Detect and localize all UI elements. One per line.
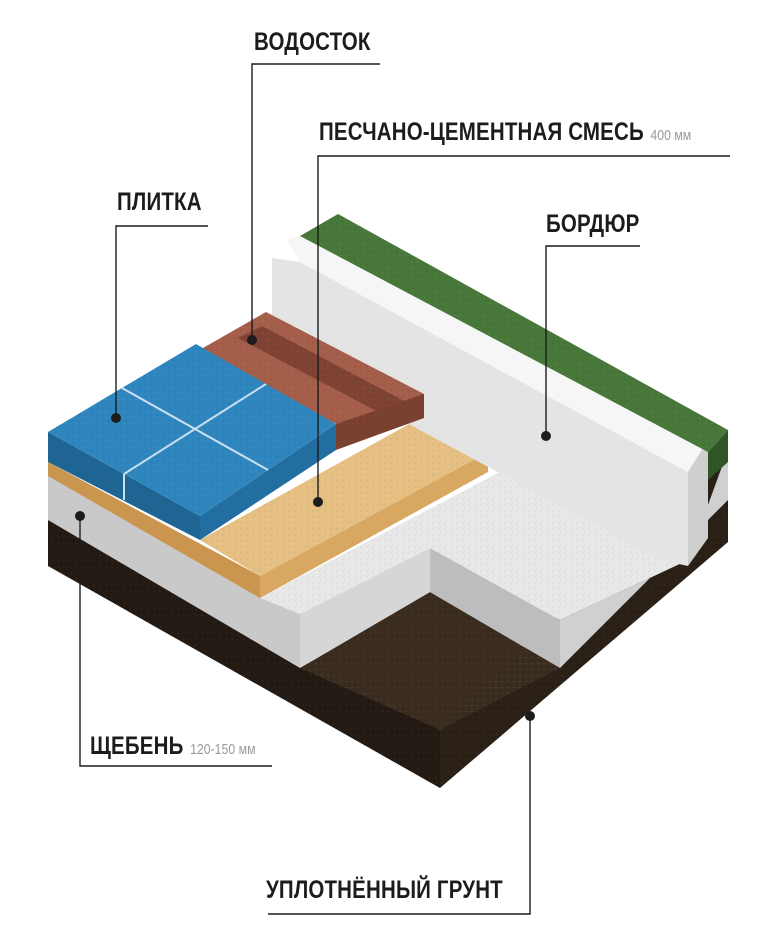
label-smes-unit: 400 мм <box>650 127 692 144</box>
drain-front-face <box>336 394 424 450</box>
curb-front-face <box>272 258 688 566</box>
grass-strip <box>300 214 728 480</box>
label-scheben-name: ЩЕБЕНЬ <box>90 732 184 760</box>
leader-scheben <box>79 516 272 767</box>
gravel-front-face <box>48 476 300 668</box>
grass-side <box>708 430 728 480</box>
label-bordyur: БОРДЮР <box>546 212 639 237</box>
gravel-inner-left-face <box>300 548 430 668</box>
leader-vodostok <box>251 63 380 340</box>
dot-plitka <box>111 413 121 423</box>
leader-bordyur <box>545 245 640 436</box>
label-scheben: ЩЕБЕНЬ 120-150 мм <box>90 734 256 759</box>
leader-smes <box>317 155 730 502</box>
paving-tiles <box>48 344 336 540</box>
leader-dots <box>75 335 551 721</box>
curb-end-face <box>688 440 708 566</box>
label-bordyur-name: БОРДЮР <box>546 210 640 238</box>
dot-scheben <box>75 511 85 521</box>
gravel-inner-right-face <box>430 548 560 668</box>
sand-cement-layer <box>48 418 488 598</box>
gravel-right-face <box>560 450 728 668</box>
dot-vodostok <box>247 335 257 345</box>
label-vodostok: ВОДОСТОК <box>254 30 371 55</box>
label-vodostok-name: ВОДОСТОК <box>254 28 371 56</box>
gravel-layer <box>48 450 728 668</box>
label-plitka: ПЛИТКА <box>117 190 202 215</box>
dot-smes <box>313 497 323 507</box>
label-plitka-name: ПЛИТКА <box>117 188 202 216</box>
label-scheben-unit: 120-150 мм <box>190 741 256 758</box>
label-grunt: УПЛОТНЁННЫЙ ГРУНТ <box>266 878 503 903</box>
dot-bordyur <box>541 431 551 441</box>
label-smes-name: ПЕСЧАНО-ЦЕМЕНТНАЯ СМЕСЬ <box>319 118 644 146</box>
leader-lines <box>79 63 730 915</box>
label-grunt-name: УПЛОТНЁННЫЙ ГРУНТ <box>266 876 503 904</box>
sand-cement-right-face <box>260 452 488 598</box>
leader-plitka <box>115 225 208 418</box>
dot-grunt <box>525 711 535 721</box>
curb-top-face <box>286 228 708 472</box>
tile-right-face <box>200 424 336 540</box>
leader-grunt <box>268 716 531 915</box>
label-smes: ПЕСЧАНО-ЦЕМЕНТНАЯ СМЕСЬ 400 мм <box>319 120 691 145</box>
sand-cement-front-face <box>48 462 260 598</box>
curb <box>272 228 708 566</box>
tile-joint-b <box>123 383 267 475</box>
